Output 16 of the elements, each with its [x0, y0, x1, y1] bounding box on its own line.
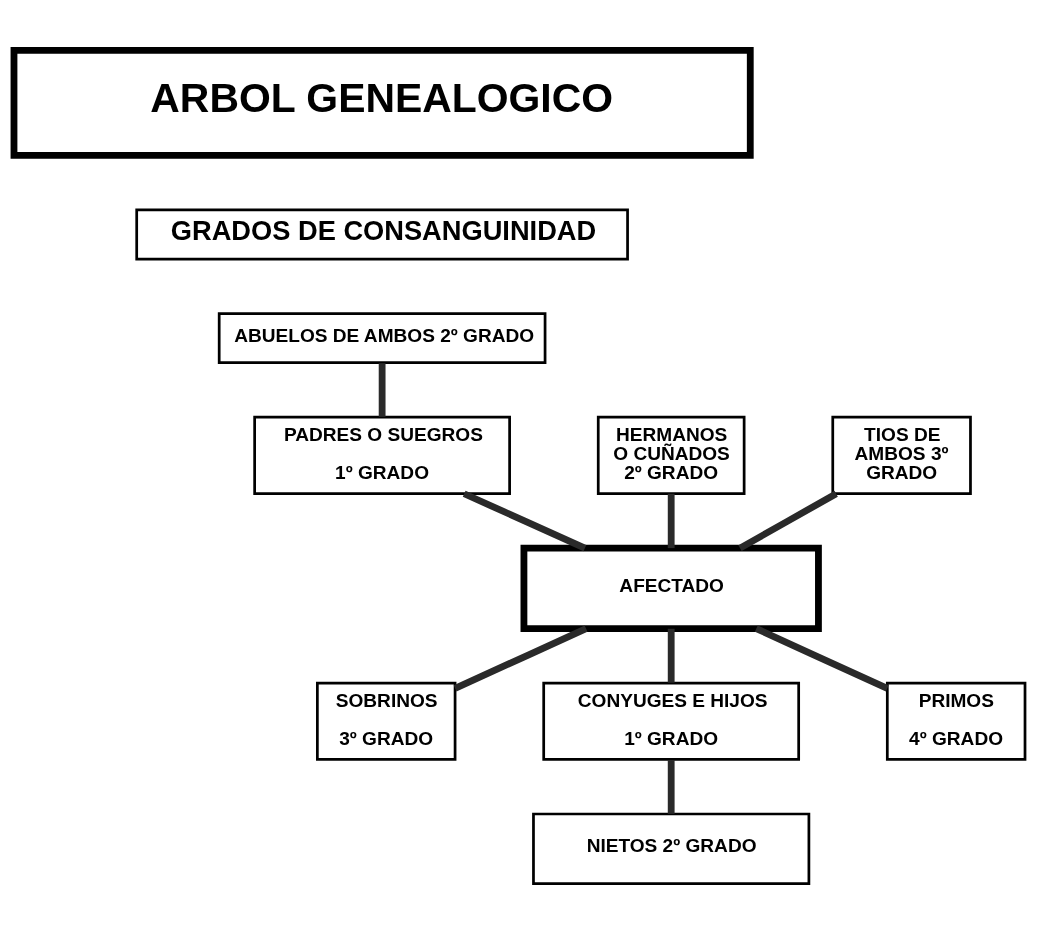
node-box: ARBOL GENEALOGICO: [10, 47, 754, 159]
node-box: AFECTADO: [520, 544, 822, 632]
connector: [667, 493, 675, 549]
node-box: PADRES O SUEGROS 1º GRADO: [253, 415, 511, 495]
node-box: TIOS DE AMBOS 3º GRADO: [831, 415, 972, 495]
node-box: SOBRINOS 3º GRADO: [316, 681, 457, 761]
node-box: ABUELOS DE AMBOS 2º GRADO: [217, 312, 547, 365]
connector: [462, 490, 587, 552]
node-box: NIETOS 2º GRADO: [532, 812, 811, 885]
node-box: PRIMOS 4º GRADO: [885, 681, 1027, 761]
node-box: GRADOS DE CONSANGUINIDAD: [135, 208, 629, 261]
connector: [754, 625, 889, 692]
connector: [738, 490, 838, 552]
node-box: CONYUGES E HIJOS 1º GRADO: [542, 681, 801, 761]
connector: [453, 625, 588, 692]
node-box: HERMANOS O CUÑADOS 2º GRADO: [596, 415, 746, 495]
